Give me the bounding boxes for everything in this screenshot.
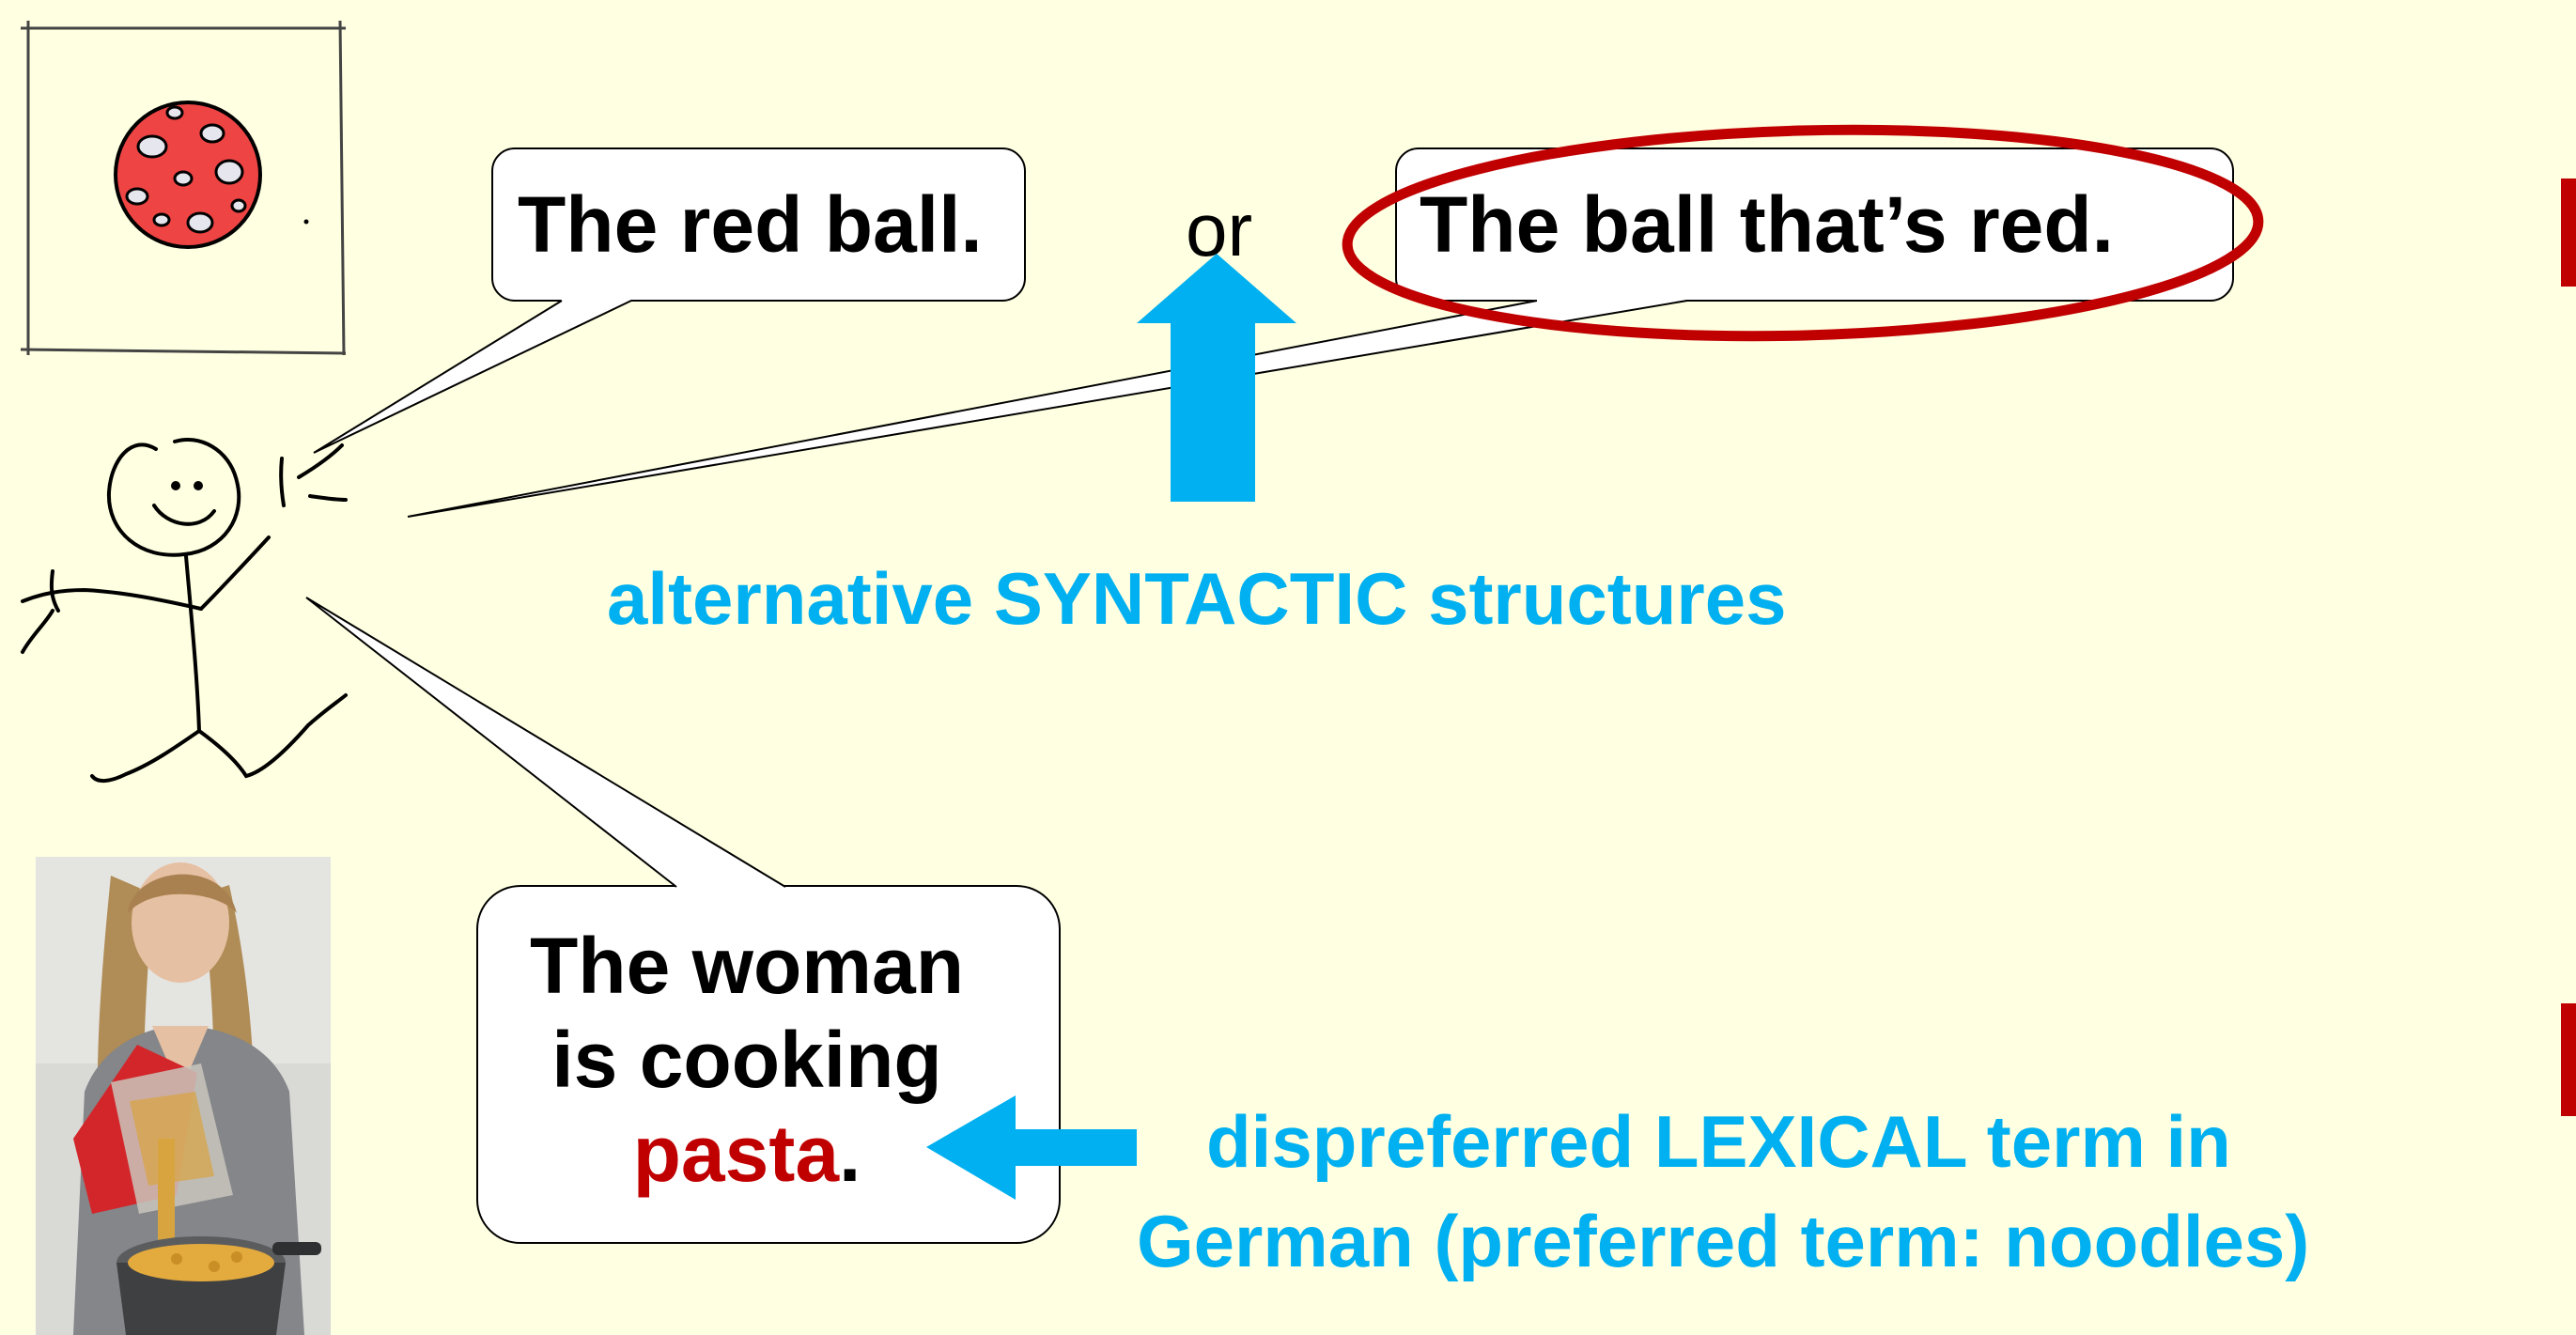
woman-caption-line1: The woman [529,922,965,1010]
bubble-woman-cooking [305,597,1061,1244]
red-ball-caption: The red ball. [518,180,983,269]
edge-mark-bottom [2561,1003,2576,1116]
lexical-annotation-line1: dispreferred LEXICAL term in [1206,1100,2231,1183]
woman-cooking-caption: The woman is cooking pasta. [477,919,1016,1201]
edge-mark-top [2561,179,2576,287]
red-ball-icon [114,101,262,249]
left-arrow-icon [926,1095,1137,1200]
up-arrow-icon [1137,254,1296,502]
highlight-ellipse [1342,124,2264,342]
woman-cooking-image [36,857,331,1335]
ball-thats-red-caption: The ball that’s red. [1420,180,2115,269]
or-word: or [1186,188,1253,272]
ball-picture [20,20,347,356]
lexical-annotation-line2: German (preferred term: noodles) [1137,1200,2310,1282]
bubble-red-ball [313,147,1026,454]
woman-cooking-photo [36,857,331,1335]
woman-caption-line2: is cooking [551,1016,942,1104]
pasta-period: . [839,1110,861,1198]
woman-caption-line3: pasta. [477,1107,1016,1201]
syntactic-annotation: alternative SYNTACTIC structures [607,557,1787,640]
pasta-word: pasta [632,1110,840,1198]
stick-figure-icon [21,438,348,783]
bubble-ball-thats-red [407,147,2234,518]
